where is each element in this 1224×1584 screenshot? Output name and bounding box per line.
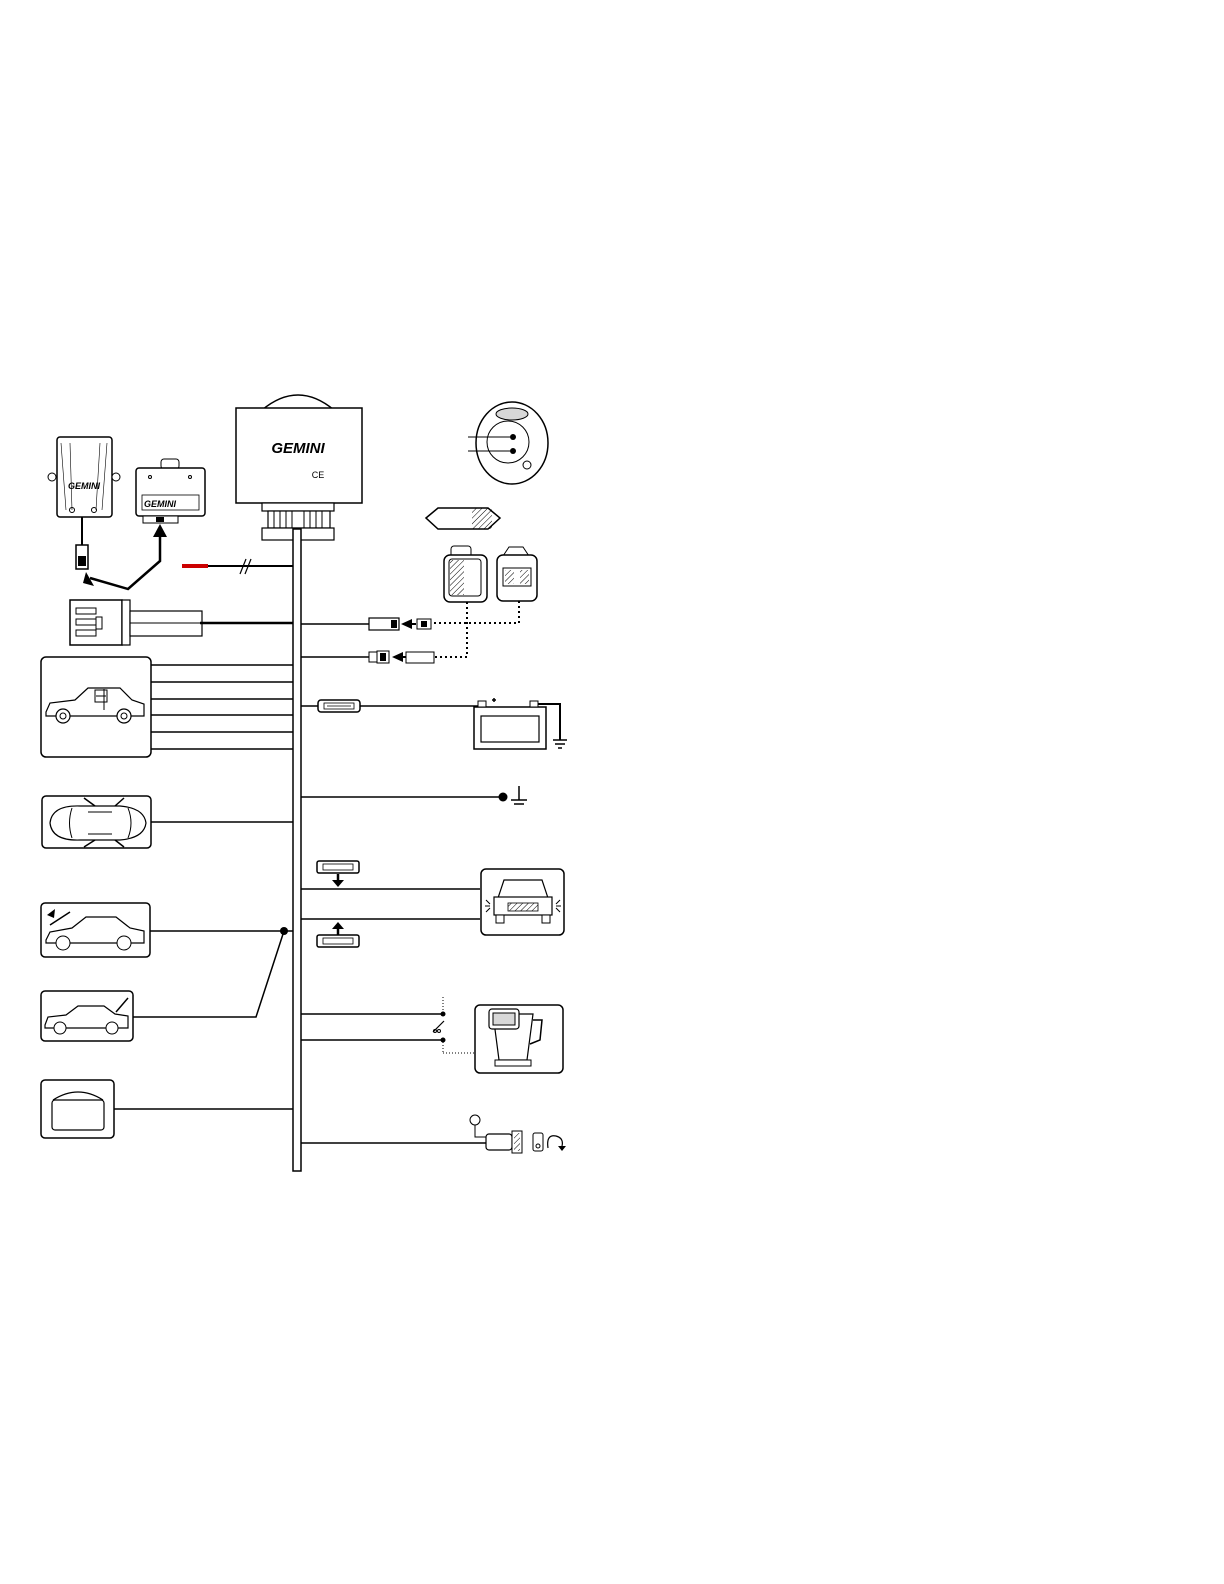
remote-connector-upper bbox=[301, 618, 431, 630]
car-hood-icon bbox=[41, 903, 150, 957]
led-connector-icon bbox=[70, 600, 293, 645]
control-unit-logo: GEMINI bbox=[271, 440, 325, 457]
ce-mark: CE bbox=[312, 470, 325, 480]
siren-icon: GEMINI bbox=[48, 437, 120, 569]
expansion-module-icon: GEMINI bbox=[136, 459, 205, 523]
battery-icon bbox=[474, 698, 567, 749]
antenna-dotted-lines bbox=[430, 601, 519, 657]
module-logo: GEMINI bbox=[144, 499, 177, 509]
key-fob-icon bbox=[426, 508, 500, 529]
power-wire bbox=[182, 559, 293, 574]
main-harness-trunk bbox=[293, 529, 301, 1171]
car-indicators-front-icon bbox=[481, 869, 564, 935]
control-unit-icon: GEMINI CE bbox=[236, 395, 362, 540]
car-interior-icon bbox=[41, 657, 151, 757]
fuse-icon bbox=[301, 700, 480, 712]
ignition-lock-icon bbox=[468, 402, 548, 484]
indicator-fuse-upper bbox=[301, 861, 480, 889]
shock-sensor-icon bbox=[301, 1115, 566, 1153]
siren-logo: GEMINI bbox=[68, 481, 101, 491]
interior-wires bbox=[151, 665, 293, 749]
ground-icon bbox=[301, 786, 527, 804]
fuel-pump-icon bbox=[475, 1005, 563, 1073]
trunk-wire bbox=[133, 931, 284, 1017]
remote-connector-lower bbox=[301, 651, 434, 663]
indicator-fuse-lower bbox=[301, 919, 480, 947]
dome-light-icon bbox=[41, 1080, 114, 1138]
car-doors-topview-icon bbox=[42, 796, 151, 848]
fuel-cutoff-wires bbox=[301, 997, 474, 1053]
car-trunk-icon bbox=[41, 991, 133, 1041]
remote-transmitter-icon bbox=[444, 546, 537, 602]
link-arrow bbox=[90, 535, 160, 589]
